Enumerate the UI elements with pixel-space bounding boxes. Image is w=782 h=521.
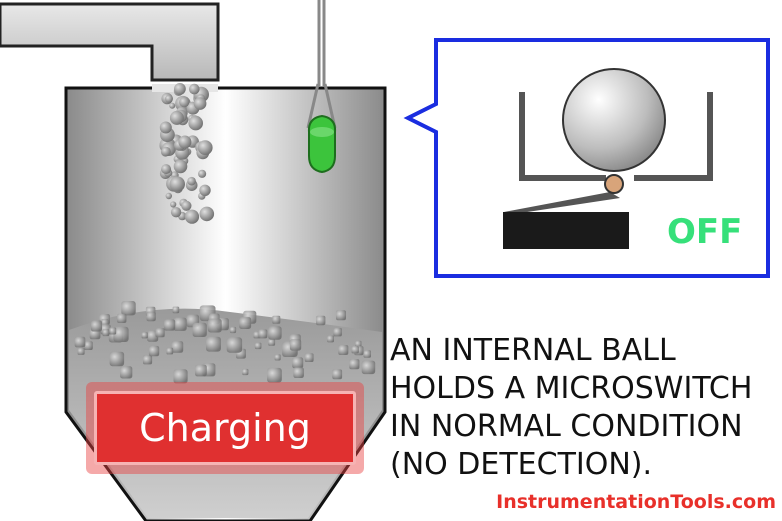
status-label: Charging: [139, 406, 311, 450]
pile-grains: [74, 301, 376, 384]
sensor-cable: [317, 0, 326, 86]
roller: [604, 174, 624, 194]
internal-ball: [562, 68, 666, 172]
status-badge: Charging: [86, 382, 364, 474]
switch-body: [503, 212, 629, 249]
falling-material: [159, 83, 215, 224]
level-sensor-icon: [307, 114, 337, 174]
description-text: AN INTERNAL BALL HOLDS A MICROSWITCH IN …: [390, 332, 780, 484]
inlet-pipe: [0, 2, 220, 82]
description-line: HOLDS A MICROSWITCH: [390, 371, 753, 406]
microswitch-detail: [503, 68, 713, 249]
description-line: AN INTERNAL BALL: [390, 333, 676, 368]
description-line: IN NORMAL CONDITION: [390, 409, 743, 444]
switch-state-label: OFF: [667, 212, 743, 252]
description-line: (NO DETECTION).: [390, 447, 653, 482]
watermark: InstrumentationTools.com: [496, 491, 776, 513]
